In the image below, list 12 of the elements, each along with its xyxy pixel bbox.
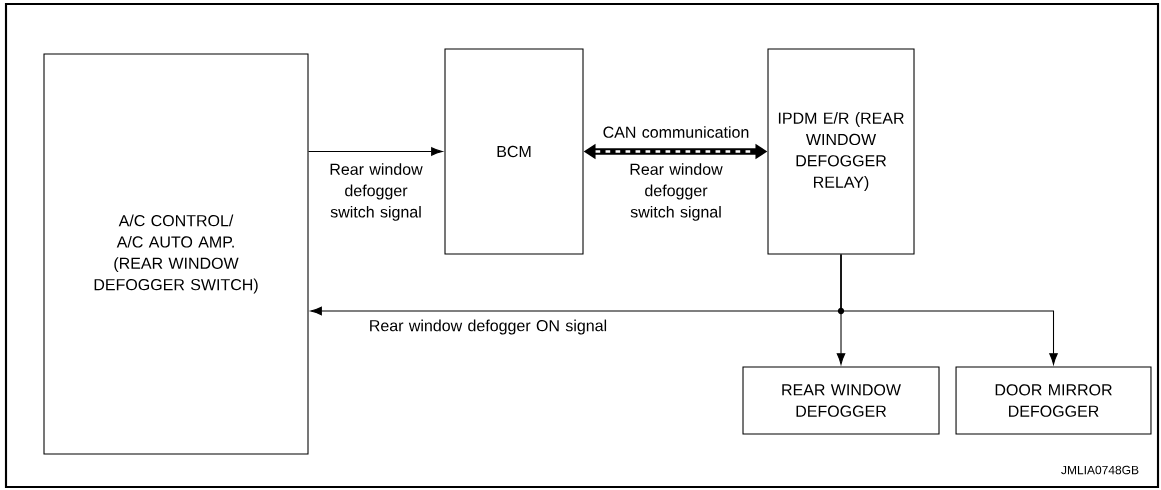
block-box: REAR WINDOW DEFOGGER: [742, 366, 940, 435]
block-box: A/C CONTROL/ A/C AUTO AMP. (REAR WINDOW DEFOGGER SWITCH): [43, 53, 309, 455]
signal-label: Rear window defogger switch signal: [630, 163, 723, 221]
block-box: BCM: [444, 48, 584, 255]
block-box: DOOR MIRROR DEFOGGER: [955, 366, 1152, 435]
edge-label: CAN communication: [603, 126, 749, 138]
arrow: [840, 254, 1058, 365]
block-box: IPDM E/R (REAR WINDOW DEFOGGER RELAY): [767, 48, 915, 255]
edge-label: Rear window defogger ON signal: [370, 319, 607, 335]
figure-id: JMLIA0748GB: [1061, 465, 1139, 475]
edge-label: Rear window defogger switch signal: [330, 163, 423, 221]
arrow: [308, 147, 443, 156]
